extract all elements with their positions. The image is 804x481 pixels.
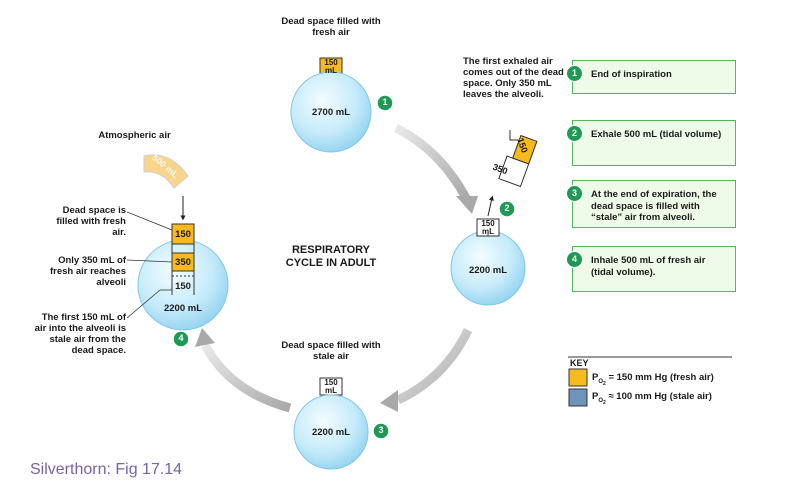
right-caption: The first exhaled air comes out of the d… xyxy=(463,56,564,100)
step-box-2: 2 Exhale 500 mL (tidal volume) xyxy=(566,120,736,166)
step-box-3-number: 3 xyxy=(566,185,583,202)
bottom-caption: Dead space filled with stale air xyxy=(281,340,381,362)
right-volume: 2200 mL xyxy=(468,265,508,276)
key-stale-sub: O xyxy=(598,397,604,404)
badge-step-3 xyxy=(372,422,390,440)
key-box xyxy=(568,356,732,407)
alveolus-left xyxy=(126,154,229,331)
atmospheric-air-label: Atmospheric air xyxy=(98,130,171,141)
center-title: RESPIRATORY CYCLE IN ADULT xyxy=(285,244,377,269)
key-stale-row: PO2 ≈ 100 mm Hg (stale air) xyxy=(592,391,712,406)
step-box-2-number: 2 xyxy=(566,125,583,142)
badge-step-3-number: 3 xyxy=(378,425,384,435)
cycle-arrow-1-to-2 xyxy=(393,123,478,214)
alveolus-bottom xyxy=(293,377,369,470)
key-fresh-subsub: 2 xyxy=(603,381,606,388)
left-seg-bottom: 150 xyxy=(175,281,191,292)
note-stale-air: The first 150 mL of air into the alveoli… xyxy=(34,312,126,356)
note-dead-space: Dead space is filled with fresh air. xyxy=(56,205,126,238)
badge-step-2 xyxy=(498,200,516,218)
badge-step-2-number: 2 xyxy=(504,203,510,213)
key-fresh-prefix: P xyxy=(592,372,599,383)
step-box-4-number: 4 xyxy=(566,251,583,268)
key-fresh-text: = 150 mm Hg (fresh air) xyxy=(608,372,714,383)
key-title: KEY xyxy=(570,358,589,368)
cycle-arrow-2-to-3 xyxy=(380,328,473,412)
step-box-2-text: Exhale 500 mL (tidal volume) xyxy=(591,129,722,140)
cycle-arrow-3-to-4 xyxy=(195,328,292,413)
badge-step-4 xyxy=(172,330,190,348)
step-box-3: 3 At the end of expiration, the dead spa… xyxy=(566,180,736,228)
left-seg-mid: 350 xyxy=(175,257,191,268)
key-fresh-row: PO2 = 150 mm Hg (fresh air) xyxy=(592,372,714,387)
badge-step-4-number: 4 xyxy=(178,333,184,343)
figure-credit: Silverthorn: Fig 17.14 xyxy=(30,461,183,478)
note-reaches-alveoli: Only 350 mL of fresh air reaches alveoli xyxy=(49,255,126,288)
step-box-1-number: 1 xyxy=(566,65,583,82)
badge-step-1-number: 1 xyxy=(382,97,388,107)
step-box-1: 1 End of inspiration xyxy=(566,60,736,94)
right-dead-space-label: 150 mL xyxy=(481,219,495,236)
top-caption: Dead space filled with fresh air xyxy=(281,16,381,38)
bottom-dead-space-label: 150 mL xyxy=(324,378,338,395)
key-stale-prefix: P xyxy=(592,391,599,402)
step-box-4-text: Inhale 500 mL of fresh air (tidal volume… xyxy=(591,255,706,278)
alveolus-top xyxy=(290,57,372,153)
step-box-4: 4 Inhale 500 mL of fresh air (tidal volu… xyxy=(566,246,736,292)
top-volume: 2700 mL xyxy=(311,107,351,118)
badge-step-1 xyxy=(376,94,394,112)
bottom-volume: 2200 mL xyxy=(311,427,351,438)
left-volume: 2200 mL xyxy=(163,303,203,314)
step-box-1-text: End of inspiration xyxy=(591,69,672,80)
top-dead-space-label: 150 mL xyxy=(324,58,338,75)
alveolus-right xyxy=(450,130,538,306)
key-fresh-sub: O xyxy=(598,378,604,385)
left-seg-top: 150 xyxy=(175,229,191,240)
key-stale-text: ≈ 100 mm Hg (stale air) xyxy=(608,391,712,402)
step-box-3-text: At the end of expiration, the dead space… xyxy=(591,189,717,223)
key-stale-subsub: 2 xyxy=(603,400,606,407)
